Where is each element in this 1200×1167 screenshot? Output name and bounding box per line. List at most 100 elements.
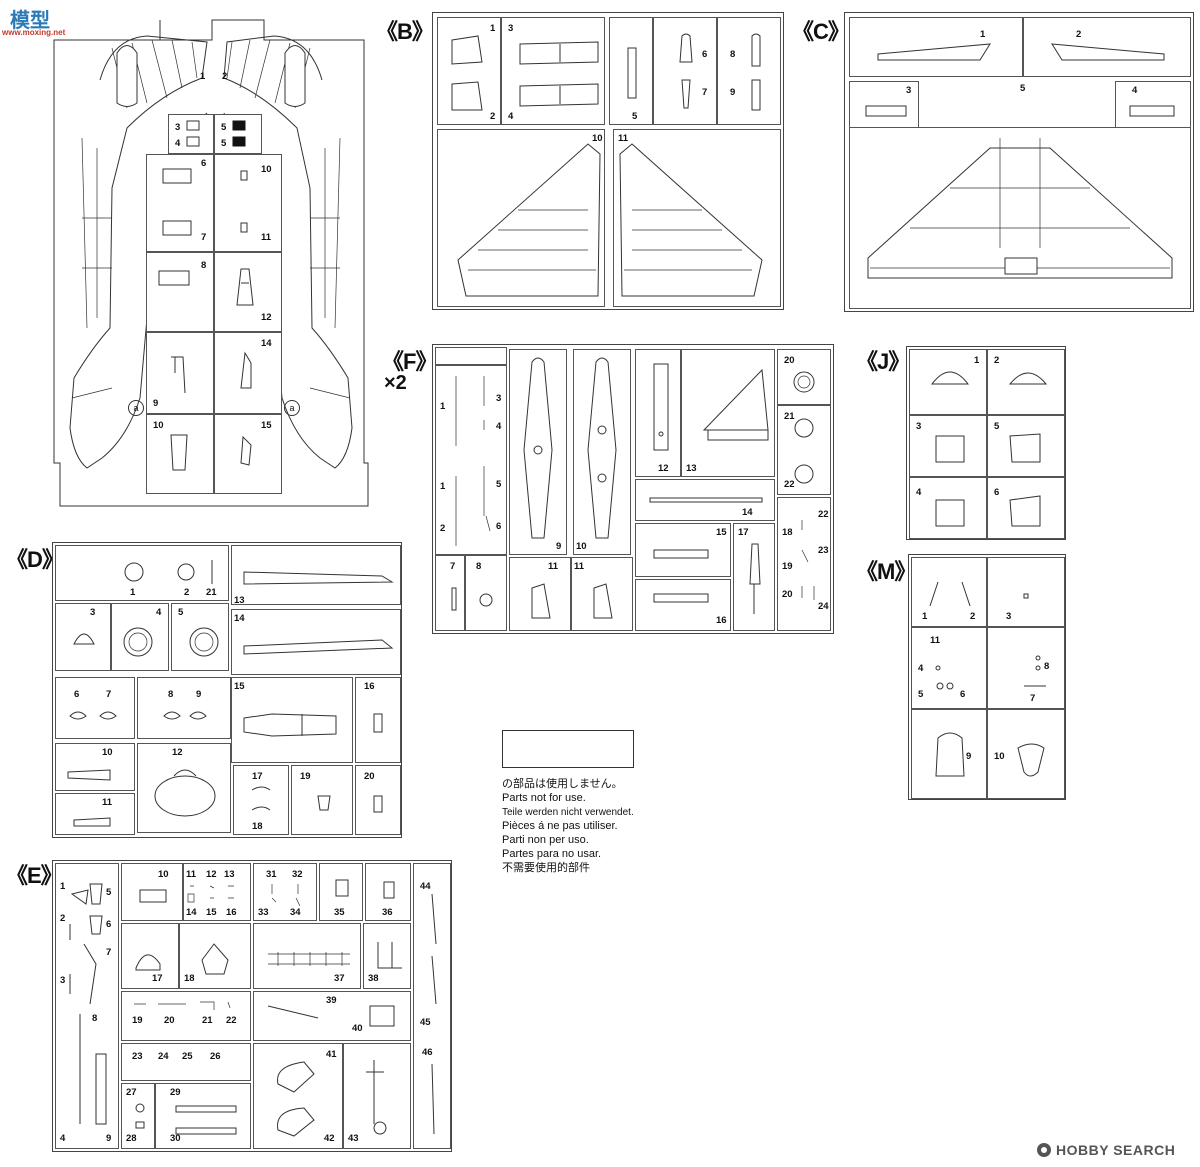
label-f-8: 8 [476, 561, 482, 572]
label-a-1: 1 [200, 71, 206, 82]
sprue-m-cell-3: 3 [987, 557, 1065, 627]
label-d-8: 8 [168, 689, 174, 700]
sprue-f-cell-15: 15 [635, 523, 731, 577]
label-d-21: 21 [206, 587, 217, 598]
sprue-b-title: 《B》 [376, 19, 434, 44]
label-c-1: 1 [980, 29, 986, 40]
sprue-a-cell-14: 14 [214, 332, 282, 414]
label-e-14: 14 [186, 907, 197, 918]
label-b-6: 6 [702, 49, 708, 60]
sprue-f-cell-1-6: 1 3 4 1 5 2 6 [435, 365, 507, 555]
sprue-c-title: 《C》 [792, 19, 850, 44]
label-f-11b: 11 [574, 561, 585, 572]
sprue-d-cell-5: 5 [171, 603, 229, 671]
sprue-e-cell-17: 17 [121, 923, 179, 989]
label-m-6: 6 [960, 689, 966, 700]
label-f-11a: 11 [548, 561, 559, 572]
label-e-8: 8 [92, 1013, 98, 1024]
sprue-a-cell-11-12: 10 11 [214, 154, 282, 252]
label-a-5a: 5 [221, 122, 227, 133]
sprue-m-title: 《M》 [856, 559, 916, 584]
label-e-44: 44 [420, 881, 431, 892]
sprue-d-cell-16: 16 [355, 677, 401, 763]
sprue-a-frame [53, 19, 369, 507]
label-d-3: 3 [90, 607, 96, 618]
sprue-d-cell-15: 15 [231, 677, 353, 763]
label-a-6: 6 [201, 158, 207, 169]
label-f-1a: 1 [440, 401, 446, 412]
label-e-19: 19 [132, 1015, 143, 1026]
sprue-a-cell-3-4: 3 4 [168, 114, 214, 154]
label-m-3: 3 [1006, 611, 1012, 622]
label-e-40: 40 [352, 1023, 363, 1034]
label-j-1: 1 [974, 355, 980, 366]
label-d-6: 6 [74, 689, 80, 700]
label-d-4: 4 [156, 607, 162, 618]
label-a-2: 2 [222, 71, 228, 82]
label-a-13: 12 [261, 312, 272, 323]
label-c-3: 3 [906, 85, 912, 96]
label-e-12: 12 [206, 869, 217, 880]
label-m-1: 1 [922, 611, 928, 622]
label-a-9: 9 [153, 398, 159, 409]
sprue-e-cell-18: 18 [179, 923, 251, 989]
sprue-m-frame: 1 2 3 11 4 5 6 8 7 9 10 [908, 554, 1066, 800]
label-m-7: 7 [1030, 693, 1036, 704]
label-f-17: 17 [738, 527, 749, 538]
sprue-e-cell-43: 43 [343, 1043, 411, 1149]
sprue-f-cell-7: 7 [435, 555, 465, 631]
sprue-a-marker-left: a [128, 400, 144, 416]
label-e-29: 29 [170, 1087, 181, 1098]
sprue-f-cell-11b: 11 [571, 557, 633, 631]
label-f-14: 14 [742, 507, 753, 518]
label-e-36: 36 [382, 907, 393, 918]
sprue-f-cell-8: 8 [465, 555, 507, 631]
label-f-21: 18 [782, 527, 793, 538]
sprue-a-cell-13: 12 [214, 252, 282, 332]
label-f-1b: 1 [440, 481, 446, 492]
sprue-b-cell-3-4: 3 4 [501, 17, 605, 125]
label-b-11: 11 [618, 133, 629, 144]
label-f-20: 22 [784, 479, 795, 490]
sprue-e-cell-11-16: 11 12 13 14 15 16 [183, 863, 251, 921]
label-m-8: 8 [1044, 661, 1050, 672]
sprue-d-cell-11: 11 [55, 793, 135, 835]
label-a-12: 11 [261, 232, 272, 243]
label-d-18: 18 [252, 821, 263, 832]
sprue-d-cell-8-9: 8 9 [137, 677, 231, 739]
sprue-j-cell-1: 1 [909, 349, 987, 415]
label-e-1: 1 [60, 881, 66, 892]
sprue-a-cell-8: 8 [146, 252, 214, 332]
label-f-26: 24 [818, 601, 829, 612]
label-d-13: 13 [234, 595, 245, 606]
sprue-b-cell-6-7: 6 7 [653, 17, 717, 125]
label-d-19: 19 [300, 771, 311, 782]
sprue-e-cell-27-28: 27 28 [121, 1083, 155, 1149]
legend-line-es: Partes para no usar. [502, 848, 602, 860]
sprue-f-cell-14: 14 [635, 479, 775, 521]
sprue-d-cell-20: 20 [355, 765, 401, 835]
label-e-22: 22 [226, 1015, 237, 1026]
label-a-3: 3 [175, 122, 181, 133]
sprue-d-cell-12: 12 [137, 743, 231, 833]
label-e-32: 32 [292, 869, 303, 880]
label-b-7: 7 [702, 87, 708, 98]
label-e-10: 10 [158, 869, 169, 880]
hobby-search-brand: HOBBY SEARCH [1036, 1140, 1196, 1162]
label-e-5: 5 [106, 887, 112, 898]
sprue-m-cell-1-2: 1 2 [911, 557, 987, 627]
sprue-e-cell-44-46: 44 45 46 [413, 863, 451, 1149]
label-b-10: 10 [592, 133, 603, 144]
sprue-e-cell-31-34: 31 32 33 34 [253, 863, 317, 921]
hobby-search-logo-icon [1037, 1143, 1051, 1157]
label-a-10: 10 [153, 420, 164, 431]
sprue-e-cell-37: 37 [253, 923, 361, 989]
sprue-f-cell-12: 12 [635, 349, 681, 477]
label-b-9: 9 [730, 87, 736, 98]
sprue-c-cell-1: 1 [849, 17, 1023, 77]
sprue-d-cell-1-21: 1 2 21 [55, 545, 229, 601]
sprue-m-cell-7-8: 8 7 [987, 627, 1065, 709]
sprue-f-cell-9: 9 [509, 349, 567, 555]
legend-line-en: Parts not for use. [502, 792, 586, 804]
watermark-text: 模型 [10, 10, 50, 32]
